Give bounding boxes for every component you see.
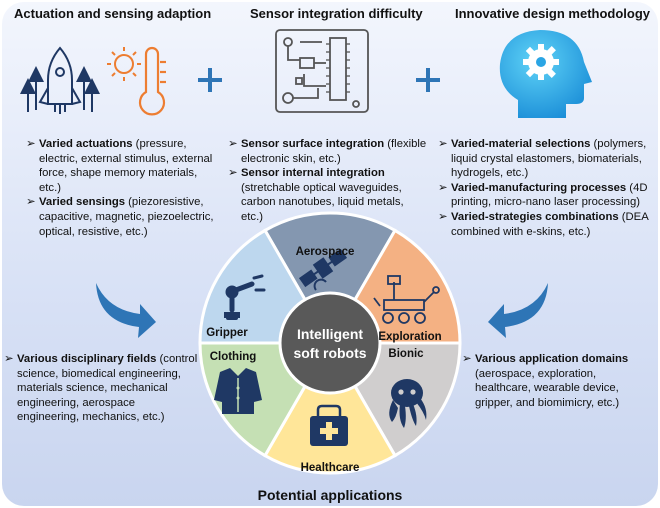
disciplinary-fields-list: ➢Various disciplinary fields (control sc…	[4, 352, 200, 425]
curved-arrow-left-icon	[96, 283, 156, 338]
robotic-arm-icon	[224, 274, 266, 320]
arrow-bullet-icon: ➢	[26, 138, 36, 150]
circuit-board-icon	[275, 29, 369, 113]
wheel-center-label: Intelligent	[297, 326, 363, 342]
octopus-icon	[389, 379, 427, 428]
wheel-label-healthcare: Healthcare	[301, 462, 360, 474]
wheel-label-exploration: Exploration	[378, 331, 441, 343]
application-wheel	[198, 211, 462, 475]
list-item: ➢Varied-manufacturing processes (4D prin…	[438, 181, 648, 209]
potential-applications-title: Potential applications	[257, 487, 403, 503]
plus-icon	[416, 68, 440, 92]
thermometer-icon	[138, 46, 166, 116]
curved-arrow-right-icon	[488, 283, 548, 338]
arrow-bullet-icon: ➢	[438, 181, 448, 194]
wheel-label-aerospace: Aerospace	[296, 246, 355, 258]
wheel-label-bionic: Bionic	[388, 348, 424, 360]
list-item: ➢Various application domains (aerospace,…	[462, 353, 629, 409]
list-item: ➢Various disciplinary fields (control sc…	[4, 353, 198, 424]
application-domains-list: ➢Various application domains (aerospace,…	[462, 352, 654, 410]
satellite-icon	[298, 248, 348, 291]
wheel-label-gripper: Gripper	[206, 327, 248, 339]
list-item: ➢Varied-strategies combinations (DEA com…	[438, 210, 649, 238]
arrow-bullet-icon: ➢	[438, 210, 448, 223]
design-methodology-list: ➢Varied-material selections (polymers, l…	[438, 137, 652, 239]
medical-kit-icon	[310, 404, 348, 446]
wheel-segment-aerospace	[262, 211, 398, 346]
rocket-icon	[20, 46, 100, 114]
wheel-segment-healthcare	[262, 340, 398, 475]
arrow-bullet-icon: ➢	[4, 353, 14, 365]
wheel-center	[278, 291, 382, 395]
arrow-bullet-icon: ➢	[26, 196, 36, 209]
wheel-center-label: soft robots	[293, 345, 366, 361]
head-gear-icon	[499, 30, 592, 118]
sun-icon	[107, 47, 141, 81]
list-item: ➢Varied sensings (piezoresistive, capaci…	[26, 196, 214, 238]
mars-rover-icon	[373, 275, 440, 324]
arrow-bullet-icon: ➢	[438, 138, 448, 150]
wheel-label-clothing: Clothing	[210, 351, 257, 363]
header-actuation-sensing: Actuation and sensing adaption	[14, 6, 212, 21]
plus-icon	[198, 68, 222, 92]
list-item: ➢Varied actuations (pressure, electric, …	[26, 138, 213, 194]
header-sensor-integration: Sensor integration difficulty	[250, 6, 423, 21]
shirt-icon	[214, 368, 262, 414]
actuation-sensing-list: ➢Varied actuations (pressure, electric, …	[26, 137, 222, 239]
header-design-methodology: Innovative design methodology	[455, 6, 651, 21]
list-item: ➢Sensor surface integration (flexible el…	[228, 138, 427, 165]
list-item: ➢Sensor internal integration (stretchabl…	[228, 167, 404, 223]
arrow-bullet-icon: ➢	[228, 167, 238, 180]
sensor-integration-list: ➢Sensor surface integration (flexible el…	[228, 137, 428, 225]
list-item: ➢Varied-material selections (polymers, l…	[438, 138, 647, 180]
arrow-bullet-icon: ➢	[228, 138, 238, 150]
arrow-bullet-icon: ➢	[462, 353, 472, 365]
